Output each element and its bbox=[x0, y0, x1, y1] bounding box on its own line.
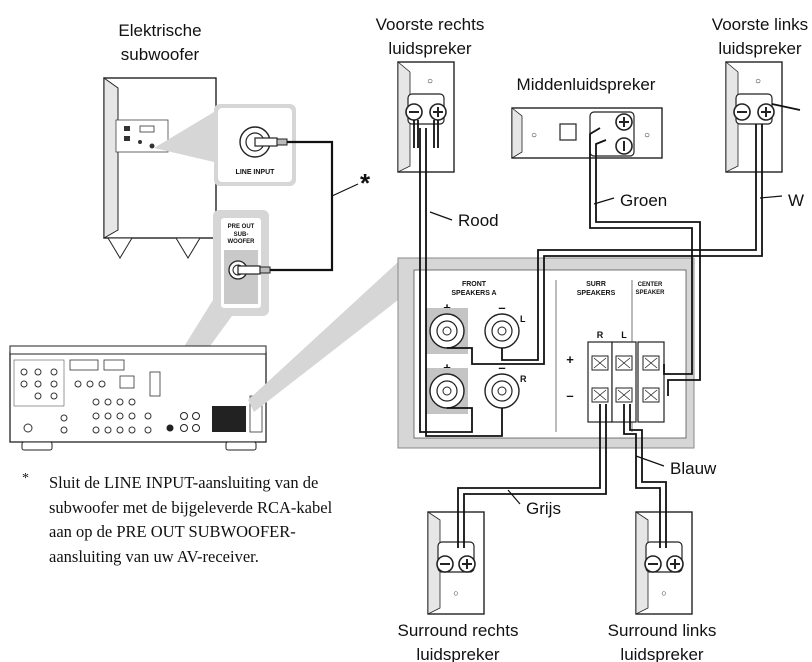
front-l-letter: L bbox=[520, 314, 526, 324]
surr-label-2: SPEAKERS bbox=[577, 290, 616, 297]
surr-l-letter: L bbox=[621, 330, 627, 340]
surr-r-letter: R bbox=[597, 330, 604, 340]
white-wire-leader bbox=[759, 195, 783, 199]
front-right-label-2: luidspreker bbox=[388, 39, 471, 58]
front-label-1: FRONT bbox=[462, 281, 487, 288]
svg-text:○: ○ bbox=[755, 76, 761, 87]
blue-wire-label: Blauw bbox=[670, 459, 717, 478]
cable-marker-leader bbox=[331, 183, 359, 197]
surround-right-speaker: ○ bbox=[427, 511, 485, 615]
terminal-callout bbox=[248, 262, 398, 412]
surround-right-label-1: Surround rechts bbox=[398, 621, 519, 640]
pre-out-label-1: PRE OUT bbox=[228, 224, 255, 230]
front-label-2: SPEAKERS A bbox=[451, 290, 496, 297]
center-speaker: ○ ○ bbox=[511, 107, 663, 159]
svg-text:○: ○ bbox=[531, 130, 537, 141]
surround-left-speaker: ○ bbox=[635, 511, 693, 615]
line-input-callout: LINE INPUT bbox=[154, 104, 296, 186]
front-left-label-1: Voorste links bbox=[712, 15, 808, 34]
rca-cable bbox=[270, 140, 334, 272]
svg-text:○: ○ bbox=[661, 588, 666, 598]
svg-text:○: ○ bbox=[427, 76, 433, 87]
center-panel-label-2: SPEAKER bbox=[635, 290, 665, 296]
surr-minus-sign: – bbox=[566, 388, 573, 403]
pre-out-label-3: WOOFER bbox=[228, 239, 256, 245]
line-input-label: LINE INPUT bbox=[236, 169, 276, 176]
surround-left-label-2: luidspreker bbox=[620, 645, 703, 662]
surround-right-label-2: luidspreker bbox=[416, 645, 499, 662]
front-left-speaker: ○ bbox=[725, 61, 783, 173]
footnote-marker: * bbox=[22, 471, 29, 486]
svg-text:○: ○ bbox=[644, 130, 650, 141]
terminal-panel: FRONT SPEAKERS A SURR SPEAKERS CENTER SP… bbox=[397, 257, 695, 449]
blue-wire-leader bbox=[635, 455, 665, 467]
front-right-speaker: ○ bbox=[397, 61, 455, 173]
grey-wire-leader bbox=[507, 489, 521, 505]
front-left-label-2: luidspreker bbox=[718, 39, 801, 58]
pre-out-label-2: SUB- bbox=[234, 232, 249, 238]
footnote-text: Sluit de LINE INPUT-aansluiting van de s… bbox=[49, 473, 333, 566]
svg-text:○: ○ bbox=[453, 588, 458, 598]
surr-plus-sign: + bbox=[566, 352, 574, 367]
surround-left-label-1: Surround links bbox=[608, 621, 717, 640]
subwoofer-label-2: subwoofer bbox=[121, 45, 200, 64]
red-wire-label: Rood bbox=[458, 211, 499, 230]
cable-marker: * bbox=[360, 168, 371, 198]
white-wire-label: W bbox=[788, 191, 804, 210]
speaker-wires bbox=[413, 103, 801, 548]
av-receiver bbox=[9, 345, 267, 451]
front-right-label-1: Voorste rechts bbox=[376, 15, 485, 34]
red-wire-leader bbox=[429, 211, 453, 221]
subwoofer-label-1: Elektrische bbox=[118, 21, 201, 40]
front-r-letter: R bbox=[520, 374, 527, 384]
front-plus-top: + bbox=[443, 300, 451, 315]
green-wire-label: Groen bbox=[620, 191, 667, 210]
surr-label-1: SURR bbox=[586, 281, 606, 288]
grey-wire-label: Grijs bbox=[526, 499, 561, 518]
subwoofer bbox=[103, 77, 217, 259]
front-plus-bottom: + bbox=[443, 360, 451, 375]
green-wire-leader bbox=[593, 197, 615, 205]
center-panel-label-1: CENTER bbox=[638, 282, 663, 288]
front-minus-bottom: – bbox=[498, 360, 505, 375]
front-minus-top: – bbox=[498, 300, 505, 315]
center-label: Middenluidspreker bbox=[517, 75, 656, 94]
